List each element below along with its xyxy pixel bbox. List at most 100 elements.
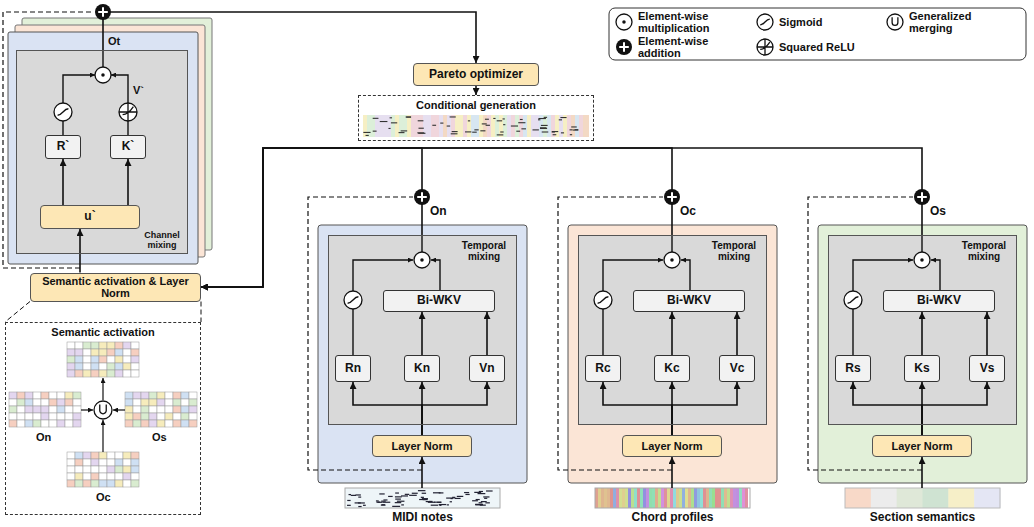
merge-arrow — [102, 378, 103, 400]
note-mark — [478, 493, 486, 494]
grid-cell — [91, 342, 99, 349]
grid-cell — [41, 420, 49, 427]
temporal-block — [318, 225, 527, 483]
bar-stripe — [487, 115, 491, 137]
note-mark — [406, 117, 411, 118]
grid-cell — [57, 420, 65, 427]
bar-stripe — [475, 115, 479, 137]
chord-stripe — [637, 488, 640, 508]
bar-stripe — [519, 115, 523, 137]
grid-cell — [91, 349, 99, 356]
grid-cell — [181, 420, 189, 427]
note-mark — [570, 129, 573, 130]
note-mark — [383, 502, 390, 503]
bar-stripe — [467, 115, 471, 137]
operator-box: Vc — [719, 355, 755, 382]
operator-box: R` — [45, 135, 81, 159]
grid-cell — [83, 452, 91, 459]
note-mark — [418, 120, 424, 121]
note-mark — [468, 120, 470, 121]
connector — [353, 382, 422, 435]
dot — [420, 258, 424, 262]
grid-cell — [67, 370, 75, 377]
grid-cell — [73, 406, 81, 413]
note-mark — [532, 129, 538, 130]
circle — [95, 67, 111, 83]
note-mark — [433, 492, 441, 493]
grid-cell — [57, 406, 65, 413]
node-text: Rs — [845, 362, 860, 375]
grid-cell — [107, 466, 115, 473]
grid-cell — [181, 413, 189, 420]
chord-stripe — [601, 488, 604, 508]
grid-cell — [115, 459, 123, 466]
input-picture — [845, 488, 1001, 508]
grid-cell — [125, 420, 133, 427]
chord-stripe — [625, 488, 628, 508]
chord-stripe — [613, 488, 616, 508]
note-mark — [542, 131, 549, 132]
note-mark — [363, 132, 370, 133]
bar-stripe — [395, 115, 399, 137]
grid-cell — [157, 399, 165, 406]
grid-cell — [67, 480, 75, 487]
circle — [414, 252, 430, 268]
bar-stripe — [495, 115, 499, 137]
legend-text: Element-wise multiplication — [638, 10, 730, 34]
grid-cell — [41, 399, 49, 406]
grid-cell — [75, 356, 83, 363]
grid-cell — [9, 406, 17, 413]
operator-box: Kn — [404, 355, 440, 382]
note-mark — [474, 129, 478, 130]
merge-arrow — [102, 420, 103, 452]
norm-box: Layer Norm — [872, 435, 972, 457]
grid-cell — [99, 473, 107, 480]
note-mark — [464, 492, 469, 493]
sig-symbol — [344, 291, 362, 309]
grid-cell — [65, 406, 73, 413]
chord-stripe — [676, 488, 679, 508]
note-mark — [388, 128, 390, 129]
grid-cell — [25, 399, 33, 406]
grid-cell — [115, 342, 123, 349]
dot — [622, 20, 626, 24]
chord-stripe — [712, 488, 715, 508]
merge-arrow — [113, 409, 125, 410]
grid-cell — [65, 399, 73, 406]
connector — [671, 457, 673, 488]
note-mark — [485, 502, 490, 503]
connector — [986, 312, 988, 355]
note-mark — [457, 496, 464, 497]
note-mark — [452, 497, 455, 498]
note-mark — [500, 131, 503, 132]
chord-stripe — [730, 488, 733, 508]
grid-cell — [165, 392, 173, 399]
note-mark — [503, 124, 505, 125]
grid-cell — [9, 392, 17, 399]
grid-cell — [75, 342, 83, 349]
grid-cell — [123, 459, 131, 466]
bar-stripe — [551, 115, 555, 137]
note-mark — [538, 119, 540, 120]
wire — [111, 75, 128, 103]
input-image: MIDI notes — [345, 488, 500, 524]
plus — [667, 192, 677, 202]
note-mark — [472, 500, 478, 501]
grid-cell — [99, 356, 107, 363]
bar-stripe — [379, 115, 383, 137]
grid-cell — [131, 342, 139, 349]
grid-cell — [17, 399, 25, 406]
grid-cell — [25, 392, 33, 399]
wire — [852, 309, 853, 355]
note-mark — [484, 498, 487, 499]
node-text: Bi-WKV — [917, 294, 961, 307]
note-mark — [465, 131, 471, 132]
grid-cell — [131, 466, 139, 473]
wire — [353, 260, 413, 291]
chord-stripe — [697, 488, 700, 508]
grid-cell — [65, 420, 73, 427]
note-mark — [356, 494, 361, 495]
stack-layer — [8, 32, 198, 264]
chord-stripe — [628, 488, 631, 508]
bar-stripe — [483, 115, 487, 137]
